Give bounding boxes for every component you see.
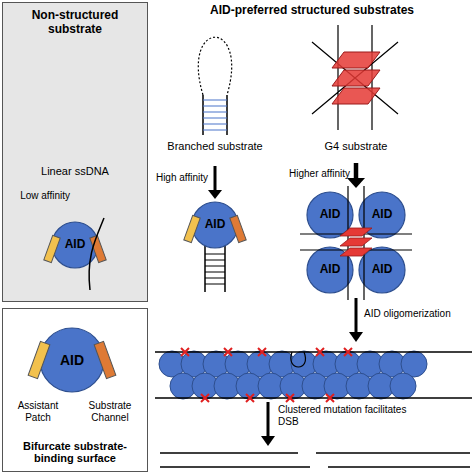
substrate-channel xyxy=(94,341,116,378)
substrate-channel xyxy=(230,215,246,242)
dsb-strands xyxy=(160,453,470,467)
annotation-label: Assistant Patch xyxy=(12,400,64,423)
aid-circle: AID xyxy=(39,327,105,393)
aid-patches xyxy=(28,215,246,378)
annotation-label: Clustered mutation facilitates DSB xyxy=(278,404,418,427)
annotation-label: AID-preferred structured substrates xyxy=(152,4,472,18)
hairpin-loop xyxy=(198,37,231,95)
dna-duplex xyxy=(155,348,472,402)
arrow-shaft xyxy=(267,402,270,436)
circle-shape xyxy=(40,328,104,392)
annotation-label: Branched substrate xyxy=(155,140,275,153)
g4-strands xyxy=(312,25,398,130)
aid-label: AID xyxy=(358,246,406,294)
aid-label: AID xyxy=(39,327,105,393)
annotation-label: Linear ssDNA xyxy=(10,165,140,178)
aid-label: AID xyxy=(51,221,99,269)
aid-label: AID xyxy=(191,201,239,249)
aid-label: AID xyxy=(358,191,406,239)
aid-circle: AID xyxy=(306,191,354,239)
annotation-label: G4 substrate xyxy=(296,140,416,153)
aid-label: AID xyxy=(306,191,354,239)
base-pairs xyxy=(205,254,225,284)
circle-shape xyxy=(359,192,405,238)
panel-heading: Non-structured substrate xyxy=(7,9,143,37)
panel-box: Non-structured substrateAID xyxy=(2,2,148,302)
circle-shape xyxy=(307,247,353,293)
arrow-head xyxy=(261,436,275,446)
arrow-shaft xyxy=(214,166,217,190)
aid-circle: AID xyxy=(51,221,99,269)
arrow-head xyxy=(347,178,365,188)
ssdna-loop xyxy=(291,352,306,367)
annotation-label: Low affinity xyxy=(8,190,70,202)
assistant-patch xyxy=(184,215,200,242)
mutation-marks xyxy=(181,348,352,402)
dna-strands xyxy=(155,352,472,398)
hairpin-stem xyxy=(203,95,227,135)
g4-strands xyxy=(300,186,412,300)
annotation-label: Substrate Channel xyxy=(80,400,140,423)
aid-oligomer-chain xyxy=(159,351,427,399)
annotation-label: High affinity xyxy=(138,172,208,184)
aid-label: AID xyxy=(306,246,354,294)
g4-tetrad xyxy=(340,238,372,246)
arrow-shaft xyxy=(354,163,359,178)
g4-complex xyxy=(300,186,412,300)
g4-tetrad xyxy=(340,248,372,256)
circle-shape xyxy=(307,192,353,238)
ssdna-line xyxy=(89,218,104,290)
assistant-patch xyxy=(44,235,60,262)
broken-dna xyxy=(160,453,470,467)
g4-tetrad xyxy=(340,228,372,236)
aid-circle: AID xyxy=(306,246,354,294)
annotation-label: AID oligomerization xyxy=(364,308,474,320)
circle-shape xyxy=(52,222,98,268)
base-pairs xyxy=(203,100,227,130)
panel-heading: Bifurcate substrate-binding surface xyxy=(7,440,143,465)
aid-circle: AID xyxy=(191,201,239,249)
g4-tetrad xyxy=(332,70,380,86)
panel-box: Bifurcate substrate-binding surface AID xyxy=(2,308,148,472)
arrow-head xyxy=(208,190,222,199)
g4-substrate xyxy=(312,25,398,130)
hairpin-substrate xyxy=(198,37,231,135)
aid-circle: AID xyxy=(358,246,406,294)
aid-monomer xyxy=(390,373,416,399)
annotation-label: Higher affinity xyxy=(266,168,350,180)
aid-circle: AID xyxy=(358,191,406,239)
substrate-channel xyxy=(90,235,106,262)
g4-tetrad xyxy=(332,88,380,104)
circle-shape xyxy=(359,247,405,293)
arrow-head xyxy=(349,332,363,342)
arrow-shaft xyxy=(355,298,358,332)
g4-tetrad xyxy=(332,52,380,68)
circle-shape xyxy=(192,202,238,248)
assistant-patch xyxy=(28,341,50,378)
